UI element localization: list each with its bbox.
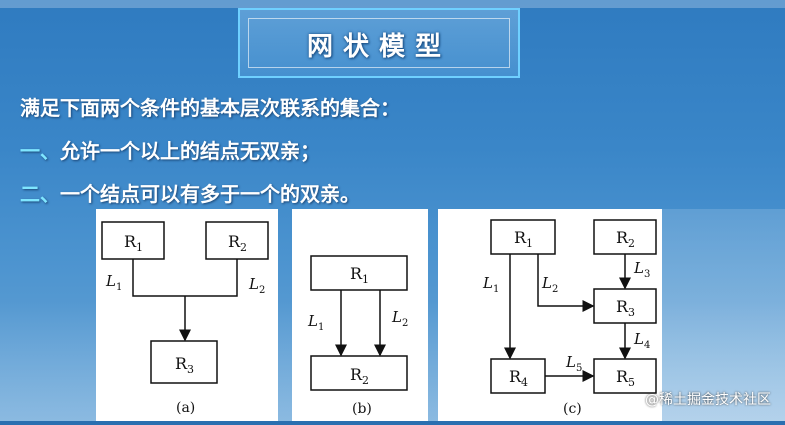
edge-l5-label: L5 xyxy=(565,353,582,374)
node-r3 xyxy=(150,340,218,384)
caption-c: (c) xyxy=(563,401,582,417)
node-r4 xyxy=(490,358,546,394)
node-r1 xyxy=(490,219,556,255)
intro-text: 满足下面两个条件的基本层次联系的集合： xyxy=(20,96,400,120)
node-r2 xyxy=(310,355,408,391)
edge-l1-label: L1 xyxy=(105,272,122,293)
condition-1: 一、允许一个以上的结点无双亲； xyxy=(20,135,320,164)
edge-l4-label: L4 xyxy=(633,330,650,351)
node-r1 xyxy=(310,255,408,291)
edge-l2-label: L2 xyxy=(391,308,408,329)
edge-l1 xyxy=(132,259,185,297)
edge-l3-label: L3 xyxy=(633,259,650,280)
condition-1-prefix: 一、 xyxy=(20,139,60,163)
node-r2 xyxy=(205,221,269,260)
edge-l1-label: L1 xyxy=(307,312,324,333)
edge-l2 xyxy=(185,259,238,297)
condition-1-text: 允许一个以上的结点无双亲； xyxy=(60,139,320,163)
condition-2-prefix: 二、 xyxy=(20,182,60,206)
node-r1 xyxy=(101,221,165,260)
caption-b: (b) xyxy=(352,401,372,417)
node-r2 xyxy=(593,219,657,255)
right-fade xyxy=(662,209,785,421)
edge-l2-label: L2 xyxy=(248,275,265,296)
diagram-b-panel: R1 L1 L2 R2 (b) xyxy=(292,209,428,421)
edge-l2 xyxy=(537,254,595,312)
diagram-b: R1 L1 L2 R2 (b) xyxy=(307,255,408,417)
diagram-a: R1 R2 L1 L2 R3 (a) xyxy=(101,221,269,416)
condition-2: 二、一个结点可以有多于一个的双亲。 xyxy=(20,178,360,207)
watermark: @稀土掘金技术社区 xyxy=(645,392,771,408)
condition-2-text: 一个结点可以有多于一个的双亲。 xyxy=(60,182,360,206)
title-inner-frame xyxy=(248,18,510,68)
edge-l1-label: L1 xyxy=(482,274,499,295)
edge-l2-label: L2 xyxy=(541,274,558,295)
node-r3 xyxy=(593,288,657,324)
caption-a: (a) xyxy=(176,400,195,416)
top-strip xyxy=(0,0,785,8)
title-frame: 网状模型 xyxy=(238,8,520,78)
diagram-c-panel: R1 R2 R3 R4 R5 L1 L2 L3 L4 L5 (c) xyxy=(438,209,662,421)
slide-title: 网状模型 xyxy=(306,32,451,62)
diagram-c: R1 R2 R3 R4 R5 L1 L2 L3 L4 L5 (c) xyxy=(482,219,657,417)
diagram-a-panel: R1 R2 L1 L2 R3 (a) xyxy=(96,209,278,421)
